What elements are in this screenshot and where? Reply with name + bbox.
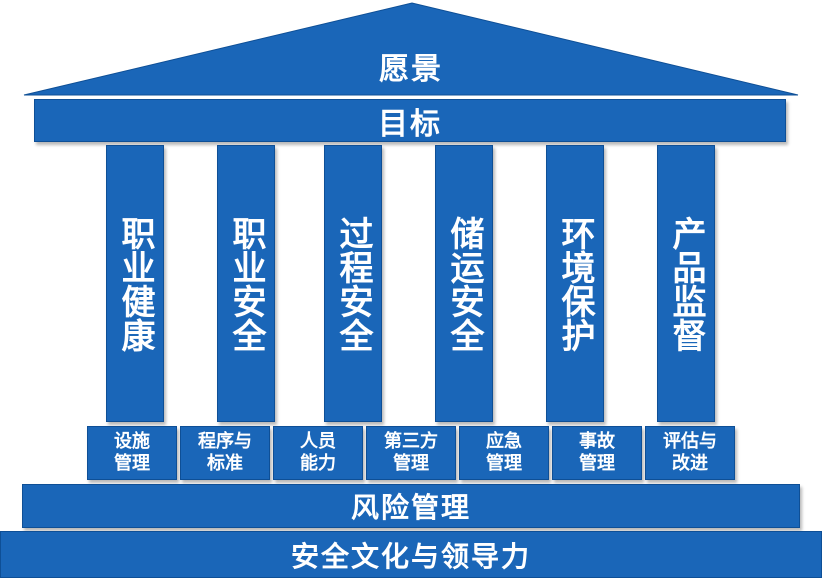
pillar-process-safety: 过程安全 <box>324 145 382 422</box>
pillar-label: 职业健康 <box>115 215 155 352</box>
risk-management-foundation: 风险管理 <box>22 484 800 528</box>
pillar-label: 产品监督 <box>666 215 706 352</box>
pillar-label: 储运安全 <box>444 215 484 352</box>
roof-shape <box>23 2 799 96</box>
safety-culture-leadership-base: 安全文化与领导力 <box>0 531 822 578</box>
pillar-occupational-safety: 职业安全 <box>217 145 275 422</box>
pillar-storage-transport-safety: 储运安全 <box>435 145 493 422</box>
pillar-label: 环境保护 <box>555 215 595 352</box>
pillar-label: 职业安全 <box>226 215 266 352</box>
goal-beam: 目标 <box>34 99 786 142</box>
element-facility-management: 设施 管理 <box>87 426 177 480</box>
element-emergency-management: 应急 管理 <box>459 426 549 480</box>
pillar-label: 过程安全 <box>333 215 373 352</box>
element-assessment-improvement: 评估与 改进 <box>645 426 735 480</box>
element-procedures-standards: 程序与 标准 <box>180 426 270 480</box>
element-third-party-management: 第三方 管理 <box>366 426 456 480</box>
element-incident-management: 事故 管理 <box>552 426 642 480</box>
element-personnel-competence: 人员 能力 <box>273 426 363 480</box>
pillar-environmental-protection: 环境保护 <box>546 145 604 422</box>
vision-label: 愿景 <box>379 52 443 87</box>
pillar-product-stewardship: 产品监督 <box>657 145 715 422</box>
pillar-occupational-health: 职业健康 <box>106 145 164 422</box>
